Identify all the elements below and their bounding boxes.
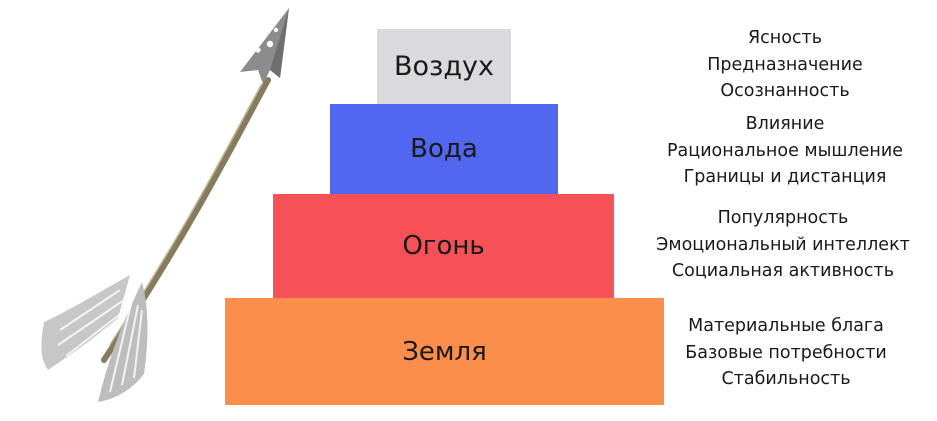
- trait-text: Стабильность: [721, 369, 851, 389]
- level-label-air: Воздух: [393, 51, 495, 82]
- traits-earth: Материальные блага Базовые потребности С…: [636, 313, 936, 393]
- traits-air: Ясность Предназначение Осознанность: [635, 25, 935, 105]
- pyramid-level-air: Воздух: [377, 29, 511, 104]
- trait-text: Материальные блага: [688, 316, 884, 336]
- traits-fire: Популярность Эмоциональный интеллект Соц…: [633, 205, 933, 285]
- level-label-fire: Огонь: [402, 231, 485, 261]
- trait-text: Базовые потребности: [685, 342, 887, 363]
- pyramid-level-earth: Земля: [225, 298, 664, 405]
- trait-text: Рациональное мышление: [667, 140, 903, 161]
- traits-water: Влияние Рациональное мышление Границы и …: [635, 111, 935, 191]
- level-label-earth: Земля: [402, 336, 487, 367]
- trait-text: Эмоциональный интеллект: [656, 234, 910, 255]
- pyramid-level-water: Вода: [330, 104, 558, 194]
- trait-text: Осознанность: [720, 81, 850, 101]
- arrow-up-right-icon: [41, 8, 289, 402]
- trait-text: Популярность: [717, 208, 849, 228]
- trait-text: Ясность: [747, 28, 823, 48]
- trait-text: Границы и дистанция: [683, 167, 887, 187]
- trait-text: Влияние: [745, 114, 825, 134]
- pyramid-level-fire: Огонь: [273, 194, 614, 298]
- level-label-water: Вода: [410, 134, 478, 164]
- trait-text: Предназначение: [707, 54, 863, 75]
- trait-text: Социальная активность: [671, 261, 895, 281]
